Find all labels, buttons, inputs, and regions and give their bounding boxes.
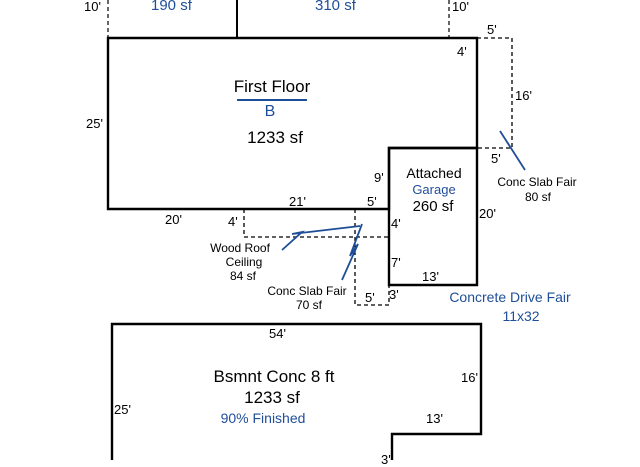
first-floor-dim-bottom-mid: 21' [289,194,306,209]
wood-roof-area: 84 sf [229,269,257,283]
wood-roof-line1: Wood Roof [210,241,270,255]
wood-roof-line2: Ceiling [225,255,263,269]
basement-dim-right: 16' [461,370,478,385]
conc-slab-right-label: Conc Slab Fair [497,175,577,189]
garage-dim-bottom: 13' [422,269,439,284]
conc-slab-right-outline [477,37,513,149]
wood-roof-dim-right: 4' [391,216,401,231]
garage-dim-right: 20' [479,206,496,221]
drive-label: Concrete Drive Fair [449,289,571,305]
first-floor-title: First Floor [233,77,311,96]
conc-slab-small-area: 70 sf [295,298,323,312]
garage-area: 260 sf [412,198,454,215]
basement-name: Bsmnt Conc 8 ft [213,367,335,386]
top-area-right: 310 sf [315,0,356,14]
top-area-outlines [107,0,450,38]
conc-slab-small-label: Conc Slab Fair [267,284,347,298]
drive-size: 11x32 [502,308,540,324]
conc-slab-small-outline [354,209,390,306]
wood-roof-outline [243,209,389,238]
conc-slab-small-dim-bottom: 5' [365,290,375,305]
conc-slab-small-dim-side: 7' [391,255,401,270]
basement-area: 1233 sf [244,388,300,407]
conc-slab-right-dim-bottom: 5' [491,151,501,166]
top-area-left: 190 sf [151,0,192,14]
conc-slab-small-dim-right: 3' [389,287,399,302]
top-dim-right: 10' [452,0,469,14]
first-floor-dim-bottom-left: 20' [165,212,182,227]
garage-title: Attached [406,165,462,181]
conc-slab-right-leader [499,130,526,171]
garage-outline [387,146,479,287]
basement-dim-top: 54' [269,326,286,341]
first-floor-code: B [264,103,276,120]
wood-roof-dim-left: 4' [228,214,238,229]
conc-slab-small-leader [341,223,363,281]
first-floor-dim-left: 25' [86,116,103,131]
basement-dim-left: 25' [114,402,131,417]
garage-subtitle: Garage [412,182,456,197]
basement-finished: 90% Finished [220,410,306,426]
conc-slab-right-area: 80 sf [524,190,552,204]
first-floor-dim-step-bottom: 5' [367,194,377,209]
leader-lines [281,130,526,281]
first-floor-dim-step-left: 9' [374,170,384,185]
basement-dim-step: 13' [426,411,443,426]
basement-outline [110,322,483,460]
conc-slab-right-dim-side: 16' [515,88,532,103]
first-floor-dim-top-right: 4' [457,44,467,59]
top-dim-left: 10' [84,0,101,14]
first-floor-area: 1233 sf [247,128,303,147]
wood-roof-leader [281,225,361,251]
conc-slab-right-dim-top: 5' [487,22,497,37]
